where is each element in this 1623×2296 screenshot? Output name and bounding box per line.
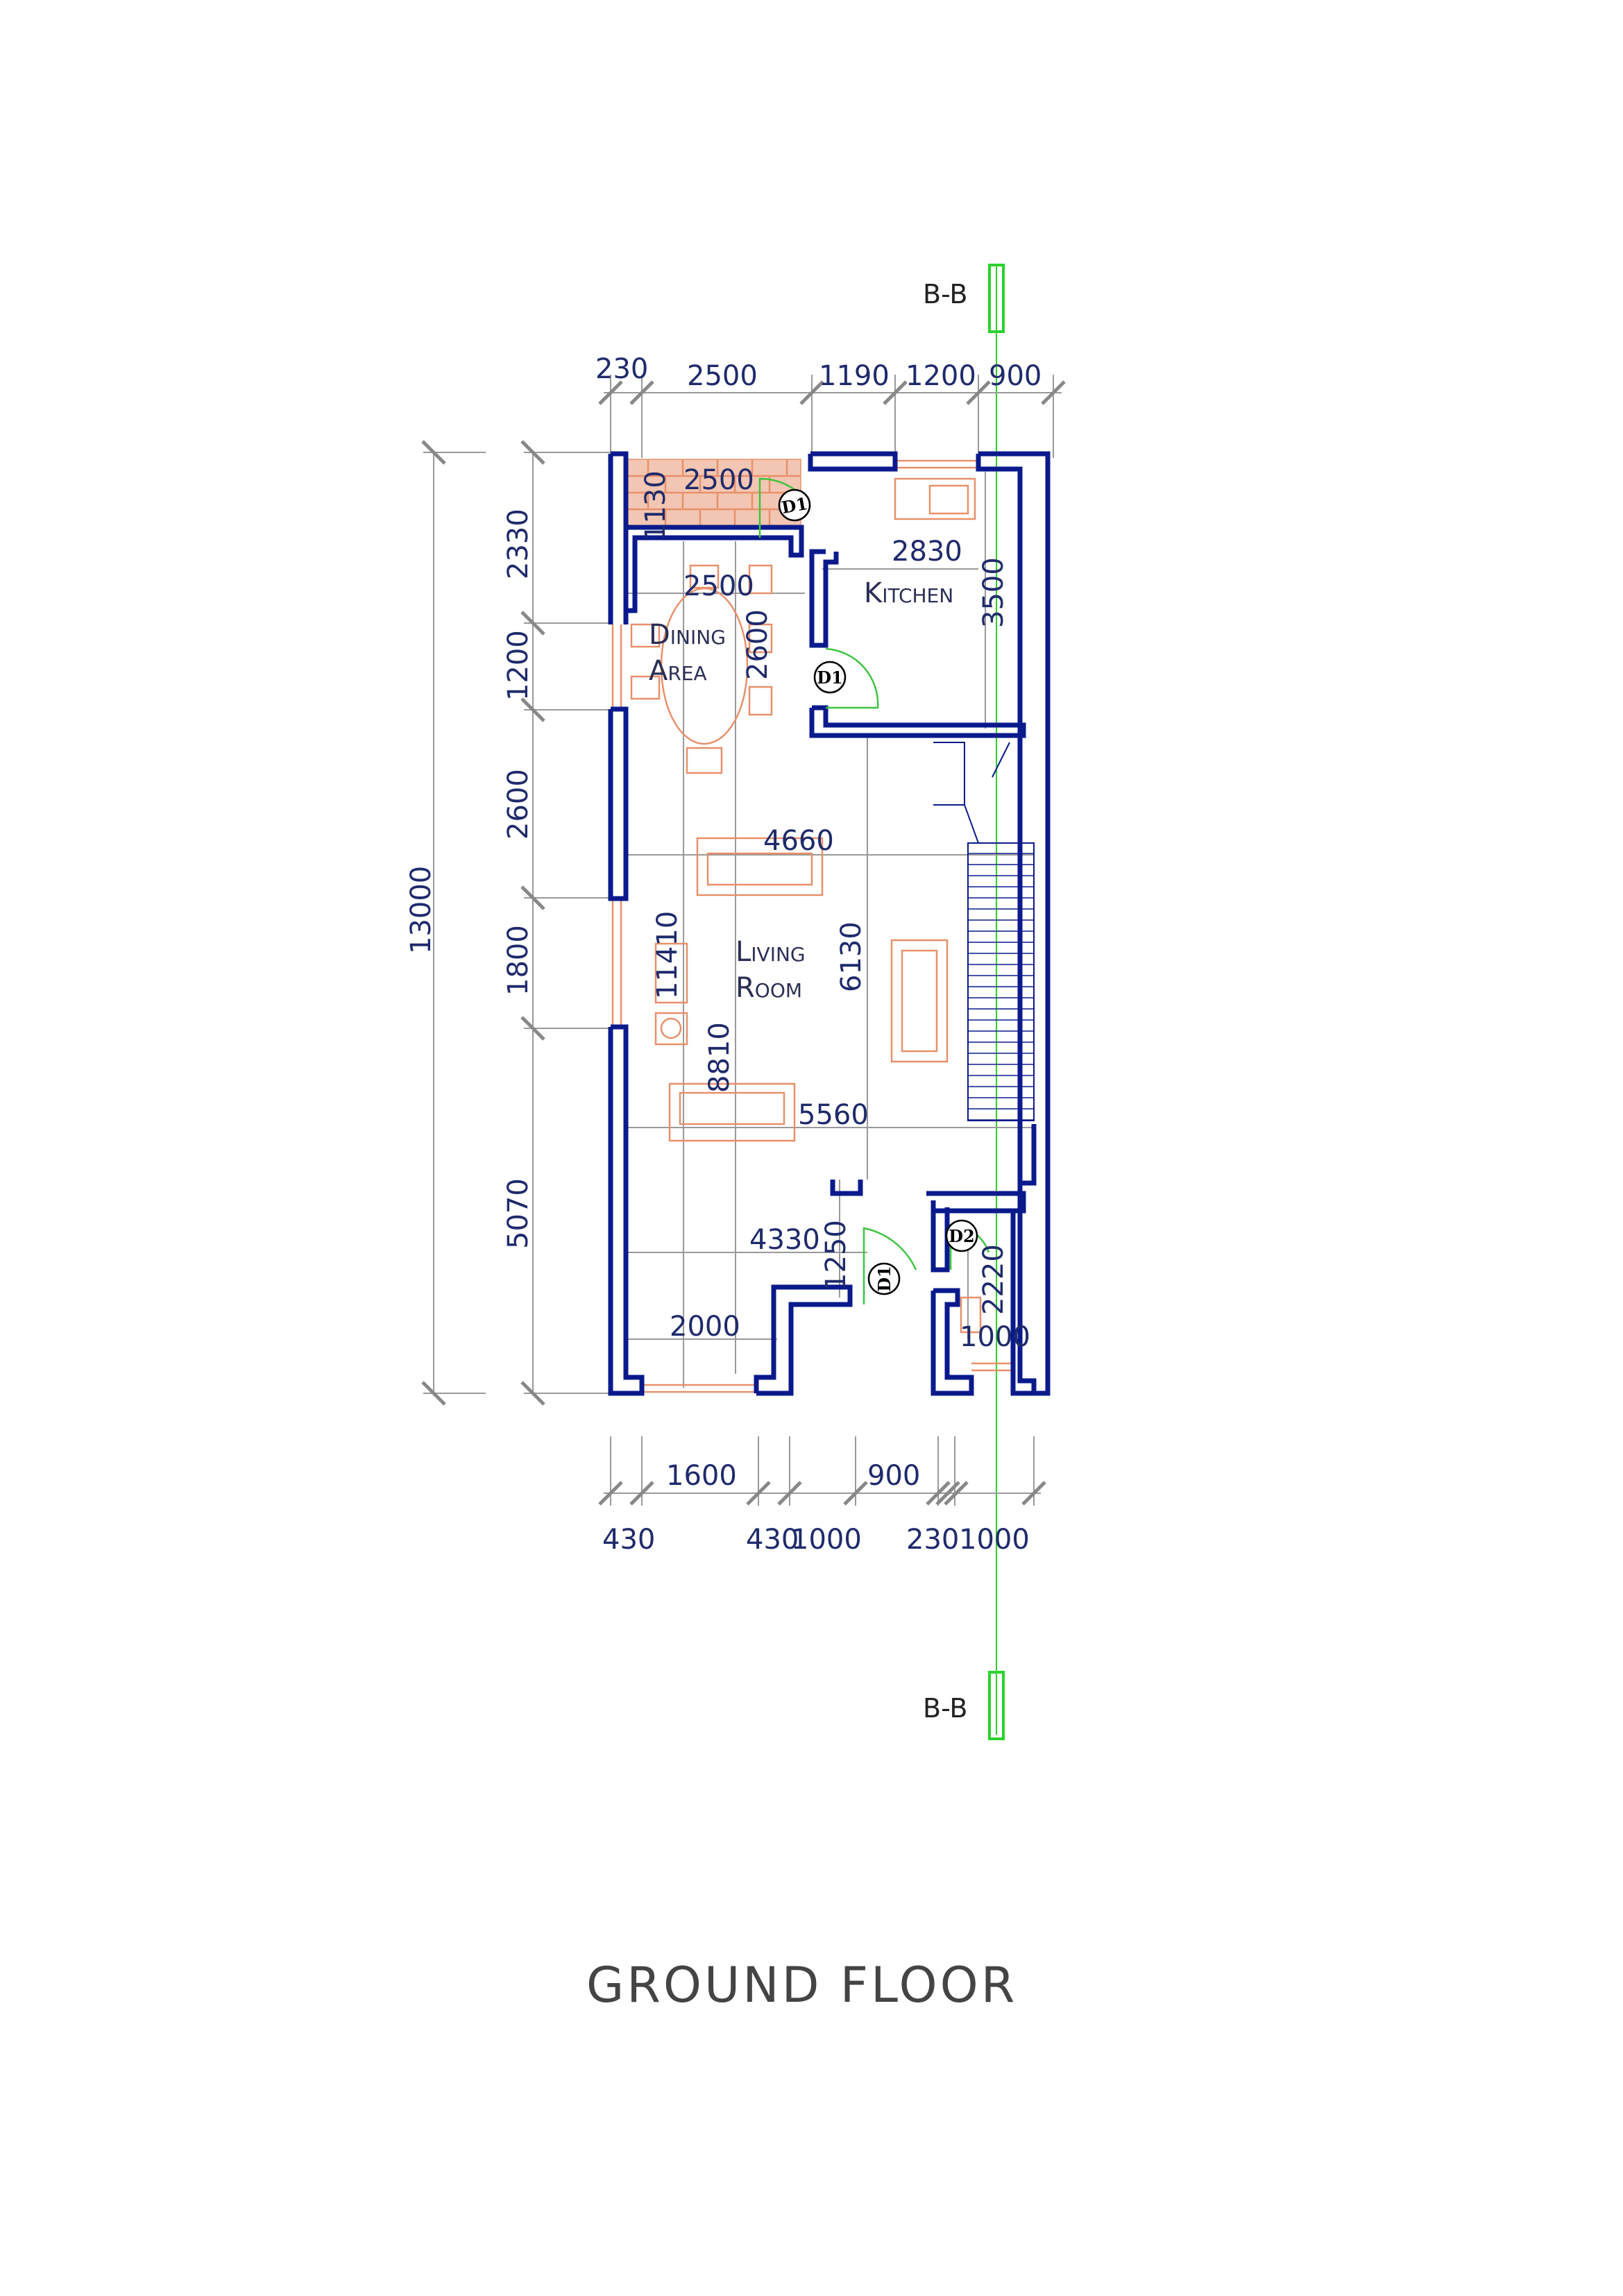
dim-inner-6130: 6130 [835,921,867,992]
dining-chair [748,564,773,595]
kitchen-sink [894,477,976,520]
windows [611,459,1013,1393]
dim-left-2600: 2600 [502,769,534,840]
side-table [654,942,688,1004]
door-tag-circle [945,1219,978,1252]
dim-top-2500: 2500 [687,360,758,392]
door-tag-d2: D2 [949,1226,975,1246]
dim-inner-3500: 3500 [978,557,1010,628]
dim-inner-1130: 1130 [640,470,672,541]
dim-top-1190: 1190 [819,360,890,392]
dim-inner-2220: 2220 [978,1244,1010,1315]
door-tag-circle [813,661,847,694]
dim-inner-4330: 4330 [749,1224,820,1256]
dim-bottom-430-a: 430 [602,1524,655,1556]
section-label-bottom: B-B [923,1693,968,1724]
sofa [696,837,824,896]
dim-inner-11410: 11410 [652,911,683,999]
dim-inner-4660: 4660 [763,825,834,857]
bottom-dimension-chain: 1600 900 430 430 1000 230 1000 [598,1436,1046,1556]
dim-bottom-430-b: 430 [746,1524,799,1556]
sofa [890,939,949,1063]
dim-top-900: 900 [989,360,1042,392]
room-label-living-line2: Room [736,972,802,1004]
room-label-kitchen: Kitchen [864,577,953,609]
dim-bottom-230: 230 [906,1524,959,1556]
left-dimension-chain: 13000 2330 1200 2600 1800 5070 [405,440,611,1406]
dim-inner-2500-a: 2500 [683,464,754,496]
dining-chair [748,686,773,716]
furniture [630,477,982,1334]
interior-reference-lines [626,472,1034,1388]
room-label-dining-line2: Area [649,655,707,687]
dining-chair [748,623,773,654]
dim-inner-2600: 2600 [742,609,774,680]
dim-bottom-900: 900 [867,1460,920,1492]
armchair [654,1012,688,1046]
room-labels: Dining Area Kitchen Living Room [649,577,953,1004]
dim-inner-1000: 1000 [960,1321,1030,1353]
door-tag-circle [778,488,811,522]
dim-left-5070: 5070 [502,1178,534,1249]
dim-inner-8810: 8810 [704,1022,736,1093]
dim-left-1800: 1800 [502,925,534,996]
staircase [933,742,1035,1121]
dining-chair [686,747,723,774]
dim-top-230: 230 [595,353,648,385]
door-tag-d1-b: D1 [817,667,843,688]
door-tag-circle [867,1262,901,1295]
dim-bottom-1000-b: 1000 [959,1524,1030,1556]
dining-chair [630,675,661,700]
top-dimension-chain: 230 2500 1190 1200 900 [595,353,1066,458]
door-tag-d1-c: D1 [874,1266,894,1292]
dim-inner-2500-b: 2500 [683,570,754,602]
section-marker-top [988,264,1005,333]
bath-fixture [960,1296,982,1334]
drawing-title: GROUND FLOOR [586,1957,1017,2014]
section-marker-bottom [988,1671,1005,1740]
dim-left-13000: 13000 [405,866,437,954]
dim-top-1200: 1200 [906,360,976,392]
dining-chair [689,564,720,589]
dim-left-1200: 1200 [502,630,534,701]
dim-inner-1250: 1250 [820,1220,852,1291]
section-label-top: B-B [923,279,968,309]
dim-inner-5560: 5560 [798,1099,869,1131]
dim-left-2330: 2330 [502,509,534,579]
sofa [668,1082,796,1142]
section-line-b-b: B-B B-B [923,264,1005,1740]
door-tags: D1 D1 D1 D2 [778,488,978,1295]
door-tag-d1-a: D1 [780,493,809,518]
room-label-living-line1: Living [736,936,806,968]
dining-chair [630,623,661,648]
dim-inner-2000: 2000 [670,1311,740,1343]
dim-bottom-1000-a: 1000 [791,1524,862,1556]
dim-bottom-1600: 1600 [666,1460,737,1492]
interior-dimensions: 2500 1130 2500 2600 2830 3500 4660 11410… [640,464,1030,1353]
room-label-dining-line1: Dining [649,619,726,651]
dim-inner-2830: 2830 [892,536,962,568]
